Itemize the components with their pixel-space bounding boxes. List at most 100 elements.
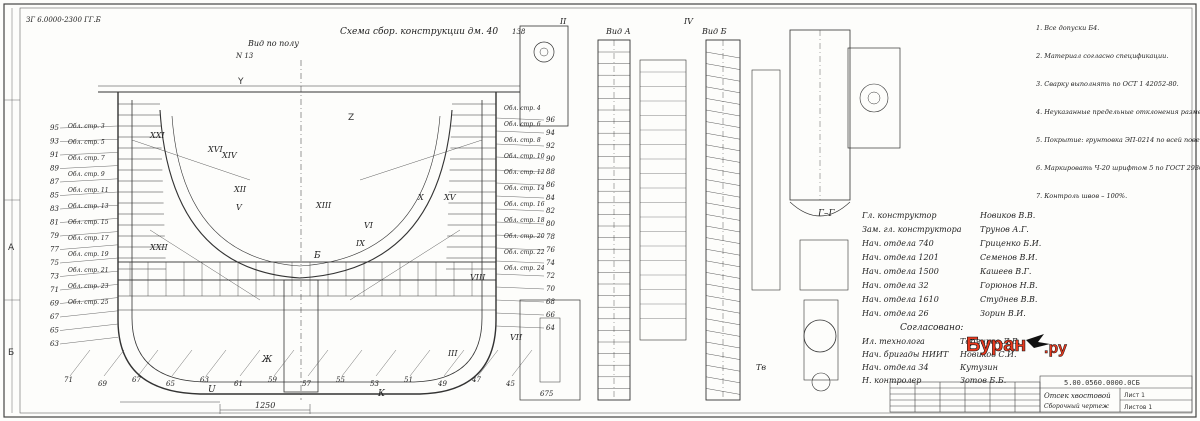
signature-stroke (944, 271, 976, 276)
rung-line (705, 179, 741, 186)
leader-line (137, 349, 159, 377)
roman-marker: VII (510, 333, 523, 342)
left-margin-strip: А Б (4, 8, 20, 413)
leader-lines (59, 117, 545, 377)
logo-text: Буран (966, 334, 1026, 356)
callout-left: Обл. стр. 17 (68, 235, 109, 242)
dim-675: 675 (540, 390, 554, 398)
rung-line (705, 365, 741, 372)
rung-line (705, 318, 741, 325)
rung-line (705, 144, 741, 151)
callout-right: Обл. стр. 18 (504, 217, 545, 224)
leader-line (59, 178, 119, 183)
frame-number-left: 63 (50, 340, 59, 348)
view-from-bottom: Вид по полу (247, 39, 299, 48)
frame-number-bottom: 67 (132, 376, 141, 384)
signature-role: Гл. конструктор (861, 211, 936, 220)
leader-line (495, 286, 545, 290)
dimension-1250: 1250 (255, 401, 275, 410)
leader-line (495, 195, 545, 199)
rung-line (705, 75, 741, 82)
leader-line (495, 208, 545, 212)
rung-line (705, 202, 741, 209)
sheet-number: Лист 1 (1124, 392, 1145, 399)
frame-number-right: 82 (546, 207, 555, 215)
rung-line (705, 388, 741, 395)
frame-number-left: 73 (50, 273, 59, 281)
callout-left: Обл. стр. 23 (68, 283, 109, 290)
signature-role: Нач. отдела 32 (861, 281, 929, 290)
roman-marker: VIII (470, 273, 486, 282)
label-zh: Ж (261, 355, 273, 365)
leader-line (495, 169, 545, 173)
drawing-number: 5.00.0560.0000.0СБ (1064, 379, 1140, 387)
callout-right: Обл. стр. 24 (504, 265, 545, 272)
roman-marker: XII (233, 185, 247, 194)
approval-role: Ил. технолога (861, 337, 925, 346)
rung-line (705, 63, 741, 70)
signature-name: Трунов А.Г. (980, 225, 1029, 234)
signature-name: Студнев В.В. (980, 295, 1037, 304)
leader-line (205, 349, 227, 377)
note-line: 1. Все допуски Б4. (1036, 24, 1099, 32)
rung-line (705, 272, 741, 279)
frame-number-left: 79 (50, 232, 59, 240)
frame-number-left: 93 (50, 138, 59, 146)
frame-number-bottom: 57 (302, 380, 311, 388)
roman-marker: XIII (315, 201, 332, 210)
roman-marker: VI (364, 221, 374, 230)
leader-line (495, 182, 545, 186)
leader-line (59, 297, 119, 304)
title-block (889, 375, 1193, 413)
rung-line (705, 295, 741, 302)
side-mark-b: Б (8, 348, 14, 358)
leader-line (171, 349, 193, 377)
approval-heading: Согласовано: (900, 323, 963, 333)
rung-line (705, 191, 741, 198)
leader-line (443, 349, 465, 377)
signature-stroke (944, 313, 976, 318)
callout-left: Обл. стр. 7 (68, 155, 105, 162)
leader-line (341, 349, 363, 377)
frame-number-right: 76 (546, 246, 555, 254)
leader-line (59, 125, 119, 129)
leader-line (477, 349, 499, 377)
leader-line (495, 247, 545, 251)
leader-line (59, 271, 119, 277)
leader-line (495, 260, 545, 264)
section-g: Г–Г (817, 209, 835, 219)
frame-number-left: 71 (50, 286, 59, 294)
rung-line (705, 330, 741, 337)
approval-name: Зотов Б.Б. (960, 376, 1006, 385)
frame-number-bottom: 59 (268, 376, 277, 384)
frame-number-right: 72 (546, 272, 555, 280)
rung-line (705, 167, 741, 175)
signature-role: Нач. отдела 26 (861, 309, 929, 318)
frame-number-left: 95 (50, 124, 59, 132)
detail-views-top-right (789, 29, 901, 291)
rung-line (705, 260, 741, 267)
callout-right: Обл. стр. 8 (504, 137, 541, 144)
frame-number-left: 77 (50, 246, 59, 254)
signature-stroke (944, 285, 976, 290)
rung-line (705, 86, 741, 93)
leader-line (59, 244, 119, 250)
frame-number-left: 75 (50, 259, 59, 267)
approval-role: Нач. отдела 34 (861, 363, 929, 372)
leader-line (495, 156, 545, 160)
scheme-label: Схема сбор. конструкции дм. 40 (340, 26, 498, 37)
signature-name: Семенов В.И. (980, 253, 1037, 262)
frame-number-left: 91 (50, 151, 59, 159)
signature-name: Кашеев В.Г. (979, 267, 1031, 276)
frame-number-bottom: 65 (166, 380, 175, 388)
frame-number-right: 92 (546, 142, 555, 150)
roman-marker: XV (443, 193, 457, 202)
buran-logo: Буран .ру (964, 326, 1074, 360)
leader-line (103, 349, 125, 377)
frame-number-bottom: 63 (200, 376, 209, 384)
frame-number-right: 90 (546, 155, 555, 163)
